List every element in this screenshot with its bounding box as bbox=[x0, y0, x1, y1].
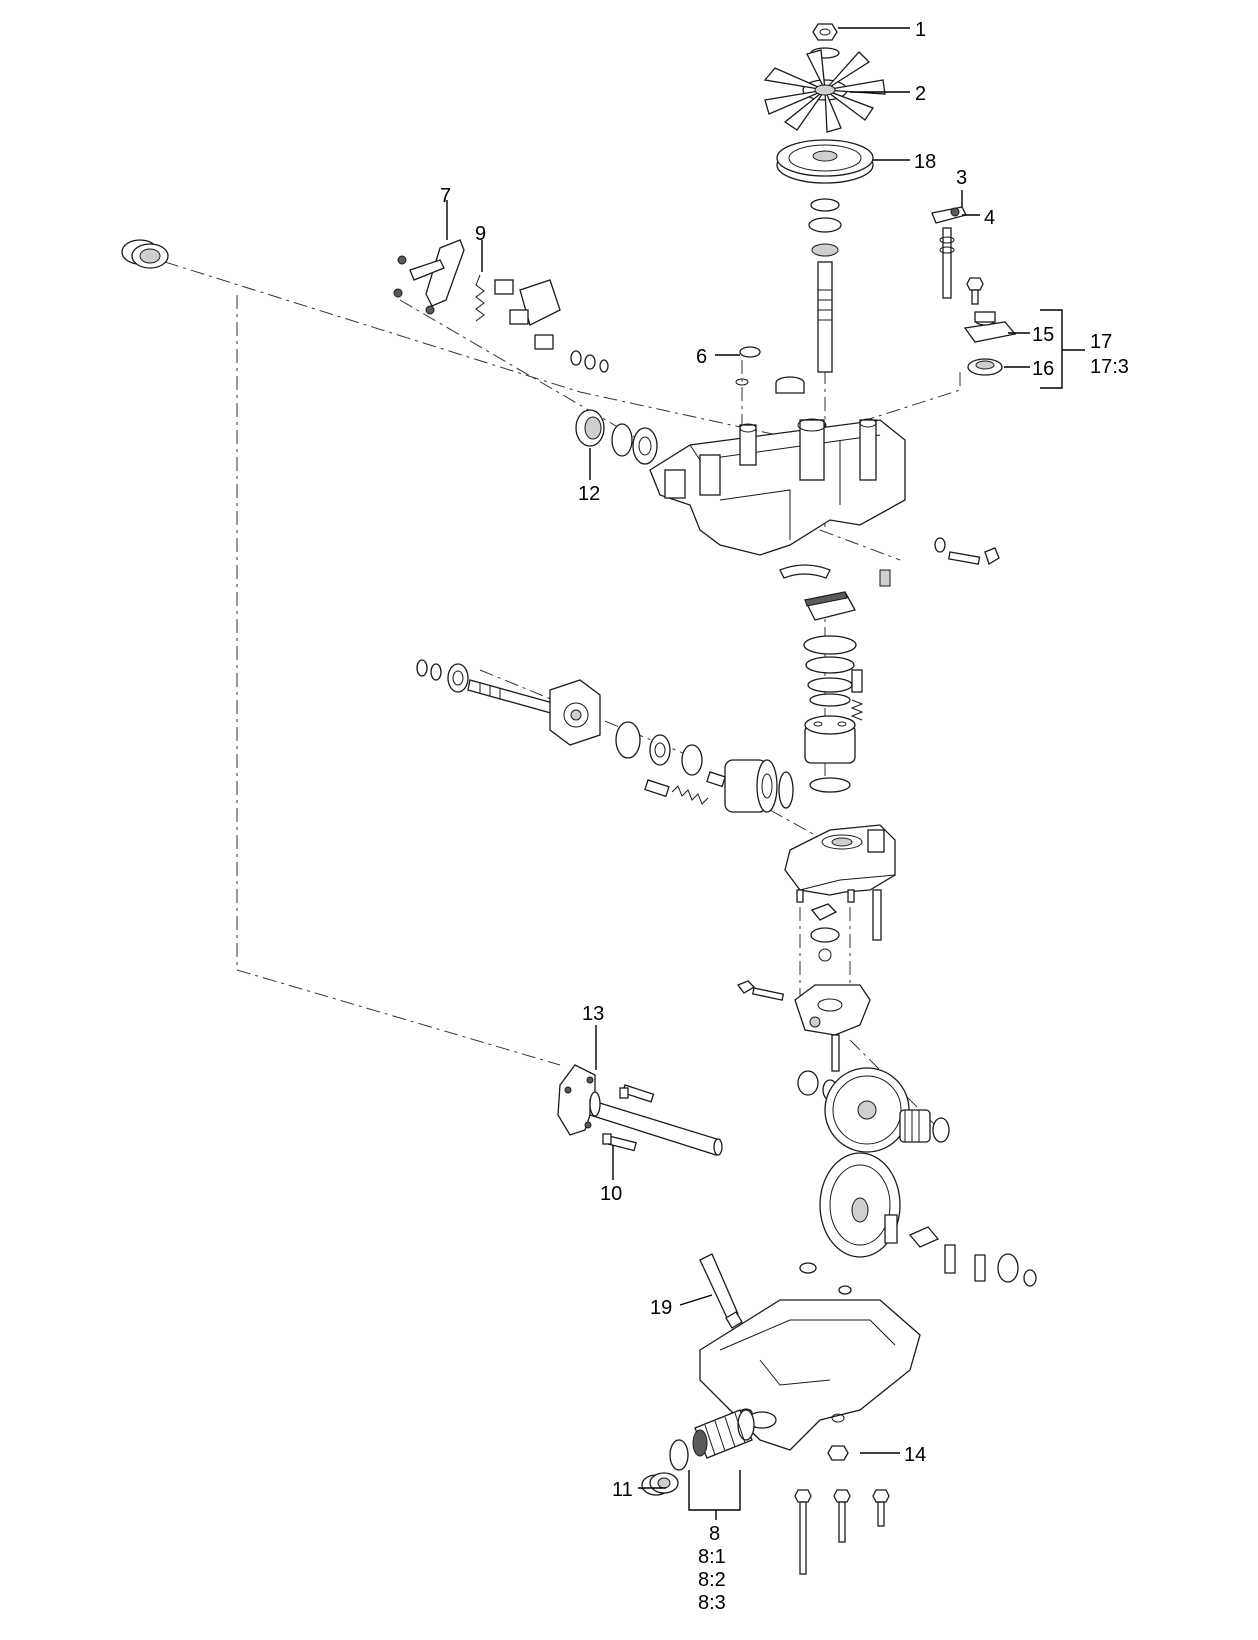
cover-plate bbox=[963, 311, 1017, 343]
callout-12: 12 bbox=[578, 483, 600, 505]
drain-plug-14 bbox=[827, 1413, 849, 1461]
callout-15: 15 bbox=[1032, 324, 1054, 346]
callout-17: 17 bbox=[1090, 331, 1112, 353]
callout-3: 3 bbox=[956, 167, 967, 189]
bushing-seal bbox=[121, 239, 169, 269]
center-bracket bbox=[549, 679, 601, 746]
bearing-left bbox=[611, 423, 658, 465]
filter-o-ring bbox=[669, 1439, 689, 1471]
bull-gear bbox=[819, 1152, 901, 1258]
upper-housing bbox=[649, 418, 906, 556]
assembly-centerlines bbox=[164, 261, 961, 1131]
spring-pin bbox=[850, 669, 864, 721]
relief-bolt bbox=[736, 980, 785, 1001]
lower-bolts bbox=[794, 1489, 890, 1575]
return-spring bbox=[475, 274, 485, 322]
axle-shims bbox=[884, 1214, 1037, 1287]
leader-lines bbox=[446, 27, 1085, 1520]
sealant-tube bbox=[699, 1253, 743, 1329]
nut bbox=[812, 23, 838, 41]
cooling-fan bbox=[763, 49, 886, 133]
plug-6 bbox=[735, 346, 761, 386]
callout-1: 1 bbox=[915, 19, 926, 41]
callout-7: 7 bbox=[440, 185, 451, 207]
axle-seal-12 bbox=[575, 409, 605, 447]
housing-side-bolt bbox=[934, 537, 1000, 565]
link-bracket bbox=[494, 279, 561, 350]
callout-8: 8 bbox=[709, 1523, 720, 1545]
valve-parts bbox=[810, 903, 840, 962]
callout-17-3: 17:3 bbox=[1090, 356, 1129, 378]
swashplate bbox=[804, 591, 856, 621]
motor-pin-spring bbox=[644, 771, 727, 805]
callout-8-3: 8:3 bbox=[698, 1592, 726, 1614]
bypass-lever bbox=[393, 239, 465, 315]
upper-bearing-stack bbox=[808, 198, 842, 257]
callout-8-1: 8:1 bbox=[698, 1546, 726, 1568]
callout-18: 18 bbox=[914, 151, 936, 173]
input-shaft bbox=[817, 261, 833, 373]
drive-pulley bbox=[776, 139, 874, 184]
callout-13: 13 bbox=[582, 1003, 604, 1025]
control-arm bbox=[931, 206, 967, 299]
callout-16: 16 bbox=[1032, 358, 1054, 380]
callouts: 1 2 18 3 4 7 9 6 15 16 17 17:3 12 13 10 … bbox=[440, 19, 1129, 1614]
callout-11: 11 bbox=[612, 1479, 633, 1501]
bearing-mid-left bbox=[447, 663, 469, 693]
cylinder-block-motor bbox=[724, 759, 794, 813]
wheel-bolts bbox=[602, 1084, 655, 1152]
callout-2: 2 bbox=[915, 83, 926, 105]
cylinder-block-upper bbox=[804, 715, 856, 793]
callout-6: 6 bbox=[696, 346, 707, 368]
pinion-gear bbox=[899, 1109, 950, 1143]
charge-pump-housing bbox=[794, 984, 871, 1036]
thrust-segments bbox=[779, 564, 891, 587]
thrust-bearing-stack bbox=[803, 635, 857, 707]
oil-filter bbox=[692, 1409, 755, 1459]
callout-4: 4 bbox=[984, 207, 995, 229]
output-axle-hub bbox=[557, 1064, 723, 1156]
small-washers-upper bbox=[570, 350, 609, 373]
pump-bolt bbox=[831, 1034, 840, 1072]
cap-plug bbox=[775, 376, 805, 394]
spur-gear bbox=[824, 1067, 910, 1153]
bolt-right bbox=[966, 277, 984, 305]
filter-cap-11 bbox=[641, 1472, 679, 1496]
circlips-left bbox=[416, 659, 442, 681]
retaining-rings-mid bbox=[615, 721, 703, 776]
dowel-pins bbox=[796, 889, 855, 903]
lower-housing bbox=[699, 1262, 921, 1451]
callout-9: 9 bbox=[475, 223, 486, 245]
callout-14: 14 bbox=[904, 1444, 926, 1466]
callout-19: 19 bbox=[650, 1297, 672, 1319]
callout-8-2: 8:2 bbox=[698, 1569, 726, 1591]
shaft-seal-16 bbox=[967, 358, 1003, 376]
callout-10: 10 bbox=[600, 1183, 622, 1205]
center-section bbox=[784, 824, 896, 941]
